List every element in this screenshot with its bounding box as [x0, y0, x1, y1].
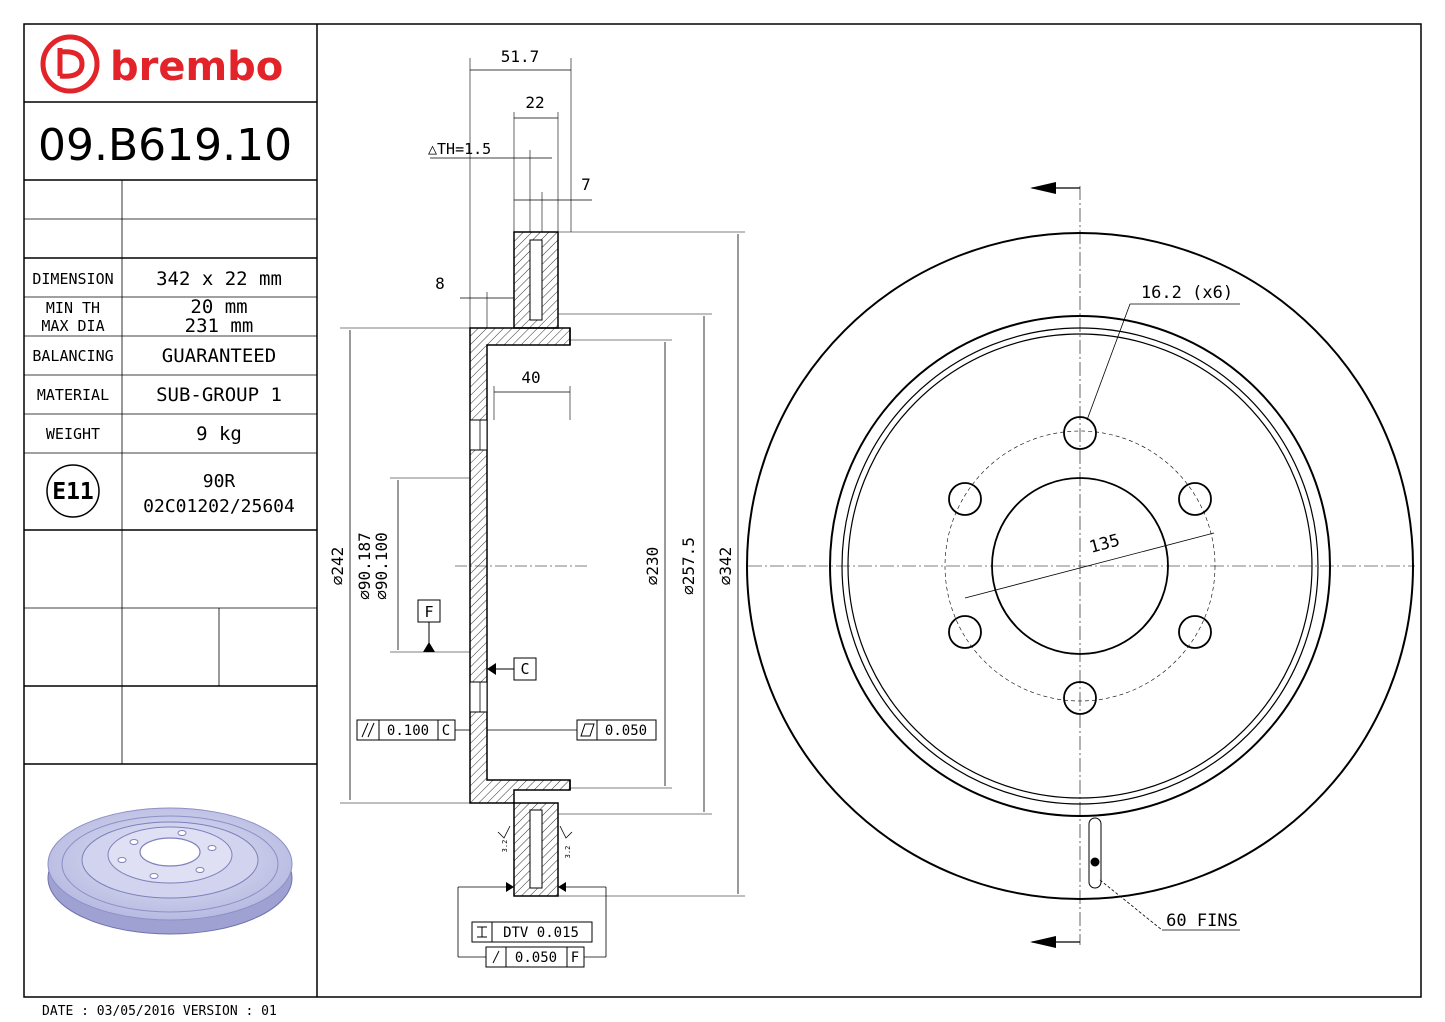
dia-230: ⌀230	[643, 547, 662, 586]
dia-257: ⌀257.5	[679, 537, 698, 595]
disc-render-image	[47, 807, 293, 935]
tol-dtv: DTV 0.015	[503, 925, 579, 941]
tol-flatness: 0.050	[605, 723, 647, 739]
spec-label-min-th: MIN TH	[46, 299, 100, 317]
disc-outer-edge	[746, 232, 1414, 900]
spec-value-min-th: 20 mm	[190, 296, 247, 318]
pitch-circle	[944, 430, 1216, 702]
hat-outer-edge	[829, 315, 1331, 817]
approval-mark: E11	[52, 479, 94, 505]
spec-value-max-dia: 231 mm	[185, 315, 254, 337]
footer-date-version: DATE : 03/05/2016 VERSION : 01	[42, 1004, 277, 1019]
approval-code: 90R	[203, 471, 236, 492]
brembo-logo-ring-icon	[40, 34, 100, 94]
front-view	[746, 182, 1415, 948]
brand-name: brembo	[110, 44, 283, 90]
brembo-logo-b-icon	[57, 48, 85, 79]
spec-label-balancing: BALANCING	[32, 347, 113, 365]
dim-40: 40	[521, 368, 540, 387]
brembo-logo: brembo	[40, 34, 283, 94]
sheet-frame	[23, 23, 1422, 998]
spec-value-material: SUB-GROUP 1	[156, 384, 282, 406]
approval-number: 02C01202/25604	[143, 496, 295, 517]
bolt-hole-icon	[948, 416, 1212, 715]
spec-label-material: MATERIAL	[37, 386, 109, 404]
tol-runout-ref: F	[571, 950, 579, 966]
spec-label-max-dia: MAX DIA	[41, 317, 104, 335]
dim-7: 7	[581, 175, 591, 194]
bolt-hole-label: 16.2 (x6)	[1141, 283, 1233, 303]
section-hat	[469, 327, 571, 804]
section-view	[340, 58, 745, 968]
dia-342: ⌀342	[716, 547, 735, 586]
vent-channel-top	[529, 239, 543, 321]
tol-parallel-ref: C	[442, 723, 450, 739]
part-number: 09.B619.10	[38, 120, 292, 171]
spec-value-balancing: GUARANTEED	[162, 345, 276, 367]
datum-f: F	[424, 603, 433, 621]
roughness-right: 3.2	[564, 846, 572, 859]
title-block	[24, 24, 318, 997]
dia-hub-lower: ⌀90.100	[372, 532, 391, 599]
dim-thickness: 22	[525, 93, 544, 112]
tol-runout: 0.050	[515, 950, 557, 966]
e11-approval-circle-icon	[46, 464, 100, 518]
tol-parallel: 0.100	[387, 723, 429, 739]
pcd-label: 135	[1087, 531, 1122, 558]
vent-channel-bottom	[529, 809, 543, 889]
roughness-left: 3.2	[501, 840, 509, 853]
spec-value-weight: 9 kg	[196, 423, 242, 445]
center-bore	[991, 477, 1169, 655]
dim-8: 8	[435, 274, 445, 293]
dia-hub-upper: ⌀90.187	[355, 532, 374, 599]
dim-total-width: 51.7	[501, 47, 540, 66]
spec-label-weight: WEIGHT	[46, 425, 100, 443]
spec-label-dimension: DIMENSION	[32, 270, 113, 288]
dia-242: ⌀242	[328, 547, 347, 586]
datum-c: C	[520, 660, 529, 678]
spec-value-dimension: 342 x 22 mm	[156, 268, 282, 290]
th-note: △TH=1.5	[428, 140, 491, 158]
fins-label: 60 FINS	[1166, 911, 1238, 931]
